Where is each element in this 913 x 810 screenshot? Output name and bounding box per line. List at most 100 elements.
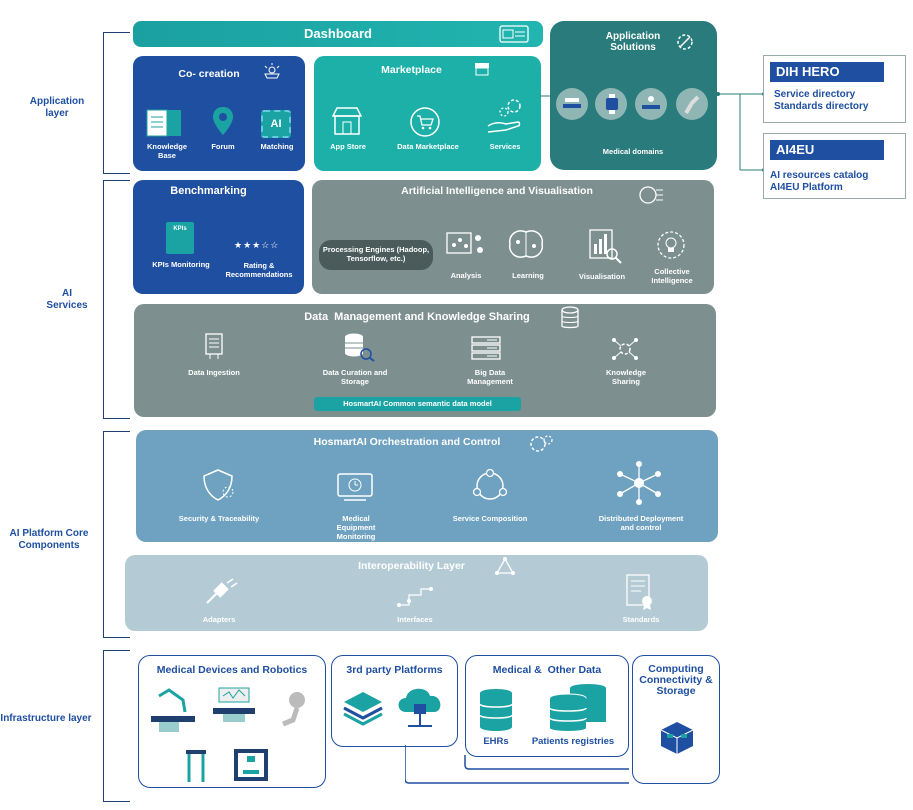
application-solutions-title: Application Solutions — [605, 31, 661, 53]
brain-icon[interactable] — [506, 228, 546, 262]
bracket-application — [103, 32, 130, 174]
medical-data-item-registries: Patients registries — [531, 736, 615, 747]
computing-title: Computing Connectivity & Storage — [639, 663, 713, 697]
computing-panel: Computing Connectivity & Storage — [632, 655, 720, 784]
cocreation-item-forum: Forum — [211, 142, 235, 151]
layers-stack-icon — [343, 692, 383, 726]
bracket-infrastructure — [103, 650, 130, 802]
location-pin-icon[interactable] — [212, 106, 234, 136]
exoskeleton-device-icon — [186, 750, 206, 782]
aiv-item-learning: Learning — [512, 271, 544, 280]
brain-chip-icon — [639, 186, 663, 204]
orchestration-item-service-composition: Service Composition — [452, 514, 528, 523]
server-rack-icon[interactable] — [471, 336, 501, 360]
robot-arm-device-icon — [282, 692, 305, 727]
dih-hero-card[interactable]: DIH HERO Service directory Standards dir… — [763, 55, 906, 123]
shield-icon[interactable] — [202, 468, 238, 504]
analysis-icon[interactable] — [446, 230, 486, 260]
database-icon — [561, 306, 579, 329]
infra-bottom-connector — [405, 745, 629, 784]
interop-item-interfaces: Interfaces — [397, 615, 433, 624]
data-ingestion-icon[interactable] — [204, 332, 224, 360]
marketplace-title: Marketplace — [381, 64, 442, 76]
ai4eu-line2: AI4EU Platform — [770, 182, 843, 193]
ai4eu-line1: AI resources catalog — [770, 170, 869, 181]
medical-data-item-ehrs: EHRs — [483, 736, 509, 747]
dashboard-bar[interactable]: Dashboard — [133, 21, 543, 47]
ai-chip-icon[interactable]: AI — [261, 110, 291, 138]
patients-registries-icon — [549, 684, 606, 731]
dih-hero-title: DIH HERO — [770, 62, 884, 82]
marketplace-item-data-marketplace: Data Marketplace — [397, 142, 459, 151]
bed-icon — [563, 98, 581, 108]
smartwatch-icon — [606, 94, 618, 114]
data-management-title: Data Management and Knowledge Sharing — [304, 311, 530, 323]
ai4eu-card[interactable]: AI4EU AI resources catalog AI4EU Platfor… — [763, 133, 906, 199]
aiv-item-collective: Collective Intelligence — [651, 267, 693, 285]
third-party-title: 3rd party Platforms — [346, 664, 443, 676]
bracket-ai-platform — [103, 431, 130, 638]
store-icon[interactable] — [332, 106, 362, 136]
3d-printer-device-icon — [234, 749, 268, 781]
ehr-database-icon — [479, 689, 513, 731]
medical-devices-panel: Medical Devices and Robotics — [138, 655, 326, 788]
benchmarking-item-kpis: KPIs Monitoring — [152, 260, 210, 269]
server-cube-icon — [660, 722, 694, 754]
knowledge-network-icon[interactable] — [610, 336, 640, 362]
benchmarking-title: Benchmarking — [170, 185, 247, 197]
marketplace-item-app-store: App Store — [330, 142, 366, 151]
visualisation-icon[interactable] — [588, 228, 622, 264]
lamp-icon — [264, 63, 280, 79]
ai4eu-title: AI4EU — [770, 140, 884, 160]
dmks-item-big-data: Big Data Management — [467, 368, 513, 386]
dashboard-title: Dashboard — [304, 26, 372, 41]
rating-stars-icon[interactable]: ★★★☆☆ — [234, 240, 280, 250]
orchestration-panel: HosmartAI Orchestration and Control Secu… — [136, 430, 718, 542]
medical-data-title: Medical & Other Data — [492, 664, 602, 676]
browser-icon — [499, 25, 529, 43]
triangle-nodes-icon — [495, 557, 515, 575]
benchmarking-item-rating: Rating & Recommendations — [225, 261, 293, 279]
robot-arm-icon — [684, 95, 700, 115]
processing-engines-badge[interactable]: Processing Engines (Hadoop, Tensorflow, … — [319, 240, 433, 270]
medical-bed-device-icon — [213, 687, 255, 722]
shop-awning-icon — [475, 63, 489, 76]
data-curation-icon[interactable] — [342, 332, 376, 362]
layer-label-ai-platform: AI Platform Core Components — [9, 528, 89, 551]
certificate-icon[interactable] — [625, 573, 657, 611]
cocreation-item-knowledge-base: Knowledge Base — [146, 142, 187, 160]
plug-adapter-icon[interactable] — [203, 577, 239, 607]
kpi-clipboard-icon[interactable]: KPIs — [166, 222, 194, 254]
surgery-robot-icon — [642, 96, 660, 109]
dih-hero-line1: Service directory — [774, 89, 856, 100]
kpi-clipboard-label: KPIs — [173, 226, 187, 232]
medical-domain-icon-3 — [635, 88, 667, 120]
collective-intelligence-icon[interactable] — [656, 230, 686, 260]
cocreation-panel: Co- creation Knowledge Base Forum AI Mat… — [133, 56, 305, 171]
ai-chip-label: AI — [270, 118, 282, 130]
distributed-network-icon[interactable] — [616, 460, 662, 506]
application-solutions-panel: Application Solutions Medical domains — [550, 21, 717, 170]
dmks-item-data-ingestion: Data Ingestion — [188, 368, 240, 377]
dmks-item-knowledge-sharing: Knowledge Sharing — [605, 368, 646, 386]
gear-wrench-icon — [677, 34, 693, 50]
aiv-item-visualisation: Visualisation — [578, 272, 626, 281]
orchestration-item-security: Security & Traceability — [178, 514, 260, 523]
medical-domains-caption: Medical domains — [602, 147, 664, 156]
hand-gear-icon[interactable] — [486, 96, 526, 136]
orchestration-item-equipment: Medical Equipment Monitoring — [336, 514, 376, 541]
cloud-upload-icon — [398, 688, 441, 727]
monitoring-screen-icon[interactable] — [336, 470, 374, 502]
bracket-ai-services — [103, 180, 130, 419]
interfaces-icon[interactable] — [395, 585, 435, 609]
book-icon[interactable] — [145, 108, 185, 138]
robot-surgery-device-icon — [151, 688, 195, 732]
data-management-panel: Data Management and Knowledge Sharing Da… — [134, 304, 716, 417]
semantic-data-model-badge[interactable]: HosmartAI Common semantic data model — [314, 397, 521, 411]
cart-icon[interactable] — [409, 106, 441, 138]
interoperability-title: Interoperability Layer — [358, 560, 465, 572]
service-cycle-icon[interactable] — [470, 468, 510, 504]
cocreation-item-matching: Matching — [260, 142, 294, 151]
ai-visualisation-title: Artificial Intelligence and Visualisatio… — [401, 185, 593, 197]
interop-item-adapters: Adapters — [202, 615, 236, 624]
